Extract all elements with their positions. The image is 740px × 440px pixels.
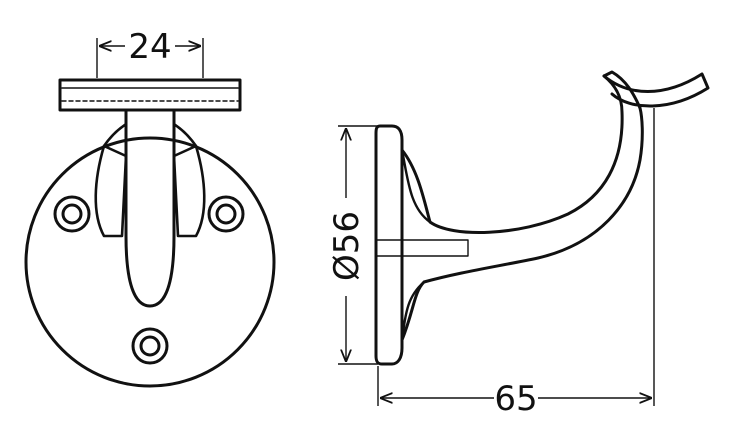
bracket-stem-outline bbox=[124, 108, 176, 308]
dimension-diameter-label: Ø56 bbox=[327, 211, 367, 281]
plate-boss-outline bbox=[94, 144, 128, 238]
screw-hole-bottom bbox=[131, 327, 169, 365]
bracket-arm-outline bbox=[400, 70, 642, 234]
dimension-diameter bbox=[338, 125, 378, 365]
fixing-screw bbox=[375, 239, 469, 257]
side-view bbox=[374, 70, 710, 366]
dimension-projection-label: 65 bbox=[494, 379, 537, 419]
screw-hole-left bbox=[53, 195, 91, 233]
dimension-width bbox=[96, 38, 204, 78]
plate-side-outline bbox=[374, 124, 404, 366]
front-view bbox=[24, 78, 276, 388]
screw-hole-right bbox=[207, 195, 245, 233]
rail-seat-outline bbox=[602, 72, 710, 108]
dimension-projection bbox=[377, 108, 655, 406]
dimension-width-label: 24 bbox=[128, 27, 171, 67]
wall-plate-outline bbox=[24, 136, 276, 388]
saddle-top bbox=[58, 78, 242, 112]
